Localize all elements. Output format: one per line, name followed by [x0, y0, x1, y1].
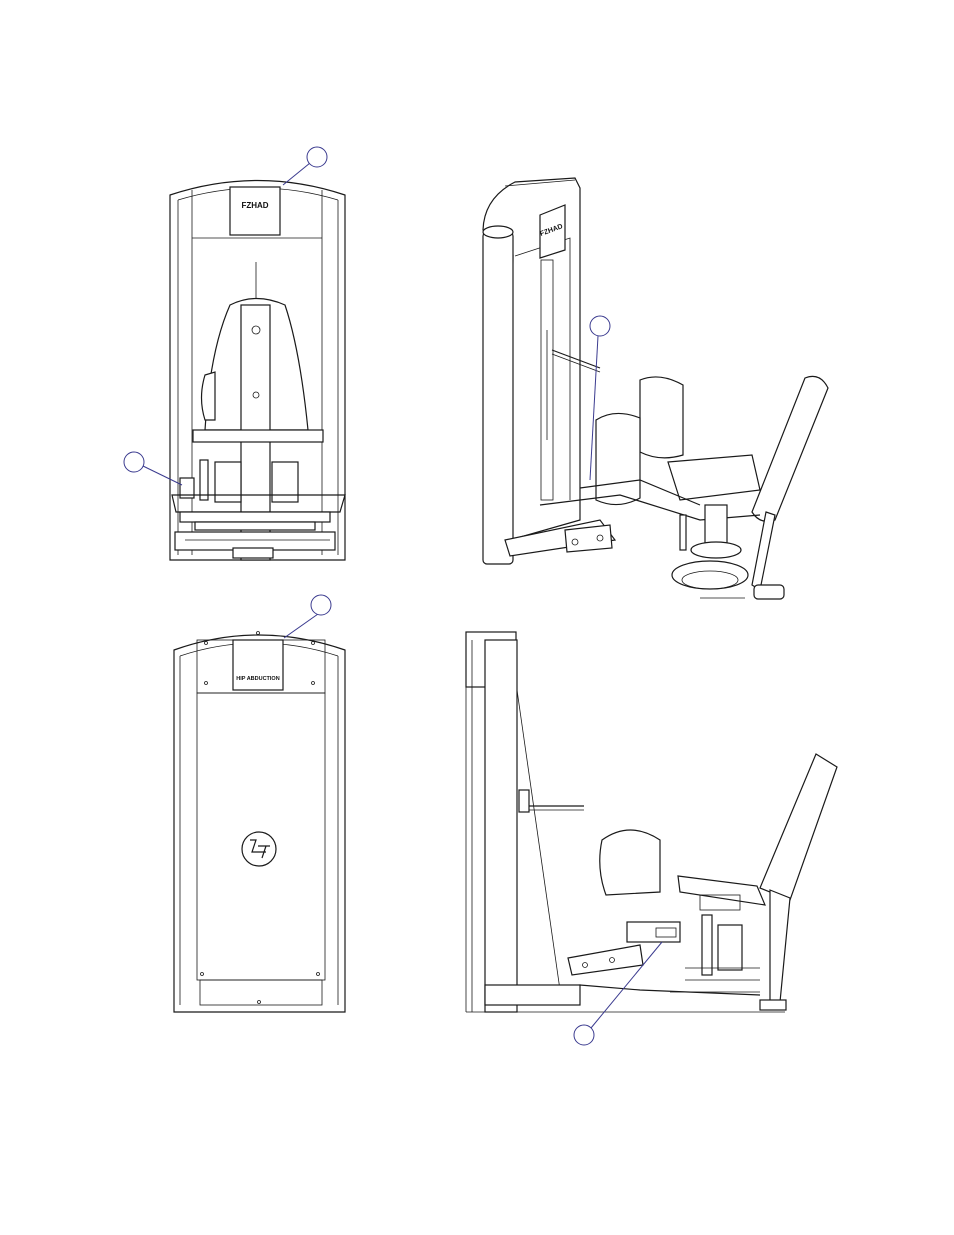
perspective-upright — [483, 232, 513, 564]
front-seat-base — [193, 430, 323, 442]
perspective-back-pad — [752, 376, 828, 521]
rear-frame-outline — [174, 635, 345, 1012]
callout-bubble-2 — [124, 452, 144, 472]
rear-shroud-panel — [197, 693, 325, 980]
callout-bubble-5 — [574, 1025, 594, 1045]
brand-logo-icon — [242, 832, 276, 866]
side-arm — [627, 922, 680, 942]
callout-bubble-1 — [307, 147, 327, 167]
front-side-pad — [202, 372, 216, 420]
perspective-pivot-disk — [672, 561, 748, 589]
perspective-seat — [668, 455, 760, 500]
front-name-plate — [230, 187, 280, 235]
callout-bubble-3 — [590, 316, 610, 336]
callout-bubble-4 — [311, 595, 331, 615]
perspective-front-thigh-pad — [596, 413, 640, 504]
side-thigh-pad — [600, 830, 660, 895]
perspective-rear-thigh-pad — [640, 377, 683, 458]
rear-view: HIP ABDUCTION — [174, 632, 345, 1013]
side-back-pad — [760, 754, 837, 900]
side-seat — [678, 876, 765, 905]
front-plate-label: FZHAD — [241, 201, 268, 210]
front-right-cylinder — [272, 462, 298, 502]
rear-name-plate — [233, 640, 283, 690]
side-upright — [485, 640, 517, 1012]
front-base — [175, 532, 335, 550]
front-view: FZHAD — [170, 181, 345, 561]
callout-leader-1 — [283, 163, 310, 185]
callout-leader-2 — [143, 466, 182, 485]
perspective-view: FZHAD — [483, 178, 828, 599]
front-left-cylinder — [215, 462, 241, 502]
rear-plate-label: HIP ABDUCTION — [236, 676, 279, 682]
callout-leader-4 — [284, 614, 318, 638]
